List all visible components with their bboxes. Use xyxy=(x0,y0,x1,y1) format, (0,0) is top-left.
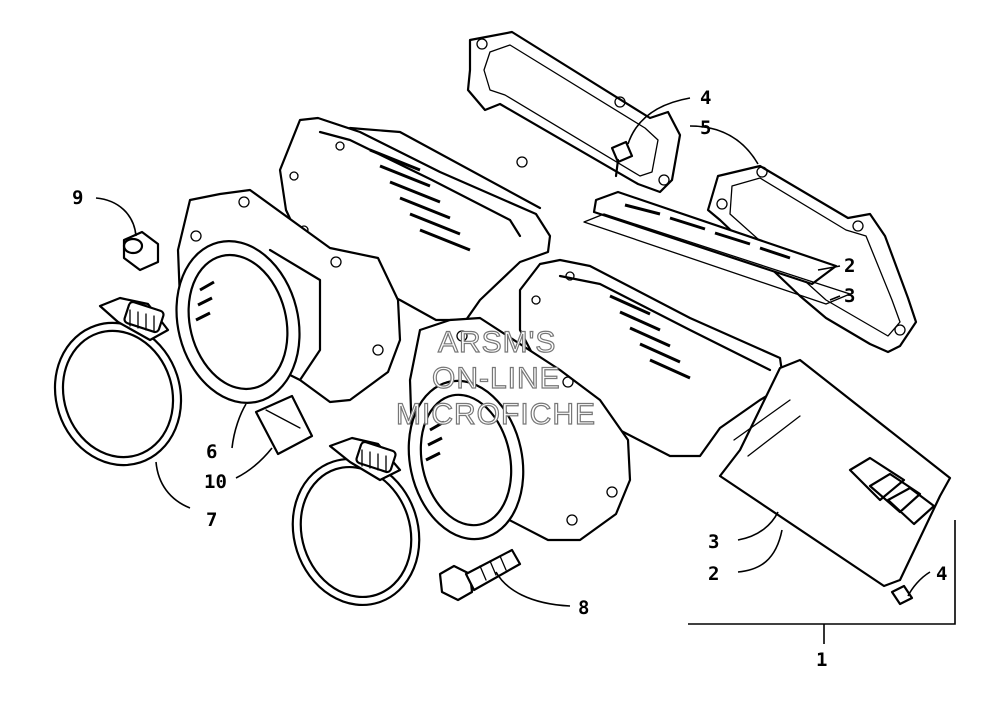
cap-screw xyxy=(438,548,522,602)
leader-lines xyxy=(95,97,956,644)
retainer-clip xyxy=(254,394,314,456)
watermark-line-1: ARSM'S xyxy=(438,326,556,359)
reed-petal-upper xyxy=(583,190,851,305)
intake-boot-center xyxy=(407,316,632,542)
callout-5: 5 xyxy=(700,117,711,139)
screw-lower xyxy=(890,584,914,606)
gasket-upper xyxy=(466,30,682,194)
reed-petal-lower xyxy=(718,358,952,588)
callout-4-upper: 4 xyxy=(700,87,711,109)
callout-labels: 1 2 2 3 3 4 4 5 6 7 8 9 10 xyxy=(72,87,947,671)
watermark-line-3: MICROFICHE xyxy=(396,398,596,431)
callout-8: 8 xyxy=(578,597,589,619)
callout-9: 9 xyxy=(72,187,83,209)
watermark: ARSM'S ON-LINE MICROFICHE xyxy=(395,325,596,431)
callout-6: 6 xyxy=(206,441,217,463)
callout-10: 10 xyxy=(204,471,227,493)
callout-1: 1 xyxy=(816,649,827,671)
hose-clamp-left xyxy=(53,296,183,467)
callout-3-upper: 3 xyxy=(844,285,855,307)
watermark-line-2: ON-LINE xyxy=(432,362,561,395)
screw-upper xyxy=(610,140,634,178)
spacer-sleeve xyxy=(122,230,160,272)
callout-3-lower: 3 xyxy=(708,531,719,553)
callout-2-upper: 2 xyxy=(844,255,855,277)
callout-2-lower: 2 xyxy=(708,563,719,585)
intake-boot-left xyxy=(175,188,402,404)
hose-clamp-center xyxy=(291,436,421,607)
callout-7: 7 xyxy=(206,509,217,531)
callout-4-lower: 4 xyxy=(936,563,947,585)
